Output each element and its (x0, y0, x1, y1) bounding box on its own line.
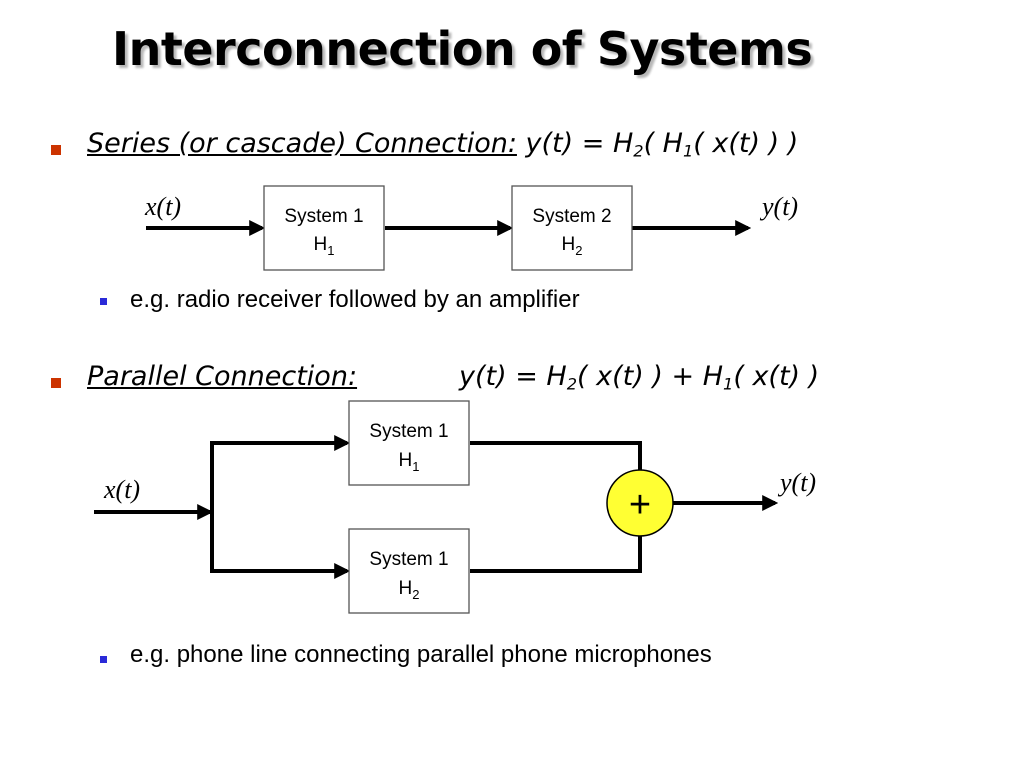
series-eq-sub1: 2 (633, 141, 644, 161)
parallel-eq-b: ( x(t) ) + H (577, 361, 724, 392)
series-input-label: x(t) (144, 192, 181, 221)
bullet-marker (51, 145, 61, 155)
bullet-marker (51, 378, 61, 388)
parallel-heading: Parallel Connection: (87, 361, 357, 392)
sub-bullet-marker (100, 656, 107, 663)
parallel-top-system-name: System 1 (369, 421, 448, 442)
parallel-example: e.g. phone line connecting parallel phon… (130, 641, 712, 668)
parallel-equation: y(t) = H2( x(t) ) + H1( x(t) ) (459, 361, 819, 394)
parallel-diagram: x(t) y(t) System 1 H1 System 1 H2 + (94, 400, 816, 614)
parallel-bottom-system-box (348, 528, 470, 614)
series-system2-box (511, 185, 633, 271)
parallel-output-label: y(t) (777, 468, 816, 497)
parallel-eq-a: y(t) = H (459, 361, 567, 392)
adder-plus-icon: + (629, 484, 651, 526)
series-heading: Series (or cascade) Connection: y(t) = H… (87, 128, 798, 161)
series-system1-name: System 1 (284, 206, 363, 227)
parallel-top-system-box (348, 400, 470, 486)
slide-title: Interconnection of Systems (112, 22, 813, 76)
series-eq-c: ( x(t) ) ) (693, 128, 799, 159)
parallel-eq-c: ( x(t) ) (733, 361, 820, 392)
parallel-label: Parallel Connection: (87, 361, 358, 392)
series-eq-b: ( H (643, 128, 683, 159)
parallel-top-system-symbol: H1 (399, 450, 420, 474)
series-system1-symbol: H1 (314, 234, 335, 258)
series-label: Series (or cascade) Connection: (87, 128, 517, 159)
series-output-label: y(t) (759, 192, 798, 221)
series-eq-a: y(t) = H (516, 128, 634, 159)
series-diagram: x(t) y(t) System 1 H1 System 2 H2 (144, 185, 798, 271)
parallel-eq-sub1: 2 (566, 374, 578, 394)
series-system2-symbol: H2 (562, 234, 583, 258)
sub-bullet-marker (100, 298, 107, 305)
series-eq-sub2: 1 (682, 141, 694, 161)
series-system2-name: System 2 (532, 206, 611, 227)
parallel-eq-sub2: 1 (723, 374, 734, 394)
series-system1-box (263, 185, 385, 271)
parallel-bottom-system-name: System 1 (369, 549, 448, 570)
parallel-merge-top-wire (470, 441, 642, 470)
series-example: e.g. radio receiver followed by an ampli… (130, 286, 580, 313)
parallel-bottom-system-symbol: H2 (399, 578, 420, 602)
parallel-merge-bottom-wire (470, 536, 642, 573)
parallel-input-label: x(t) (103, 475, 140, 504)
adder-circle (606, 469, 674, 537)
